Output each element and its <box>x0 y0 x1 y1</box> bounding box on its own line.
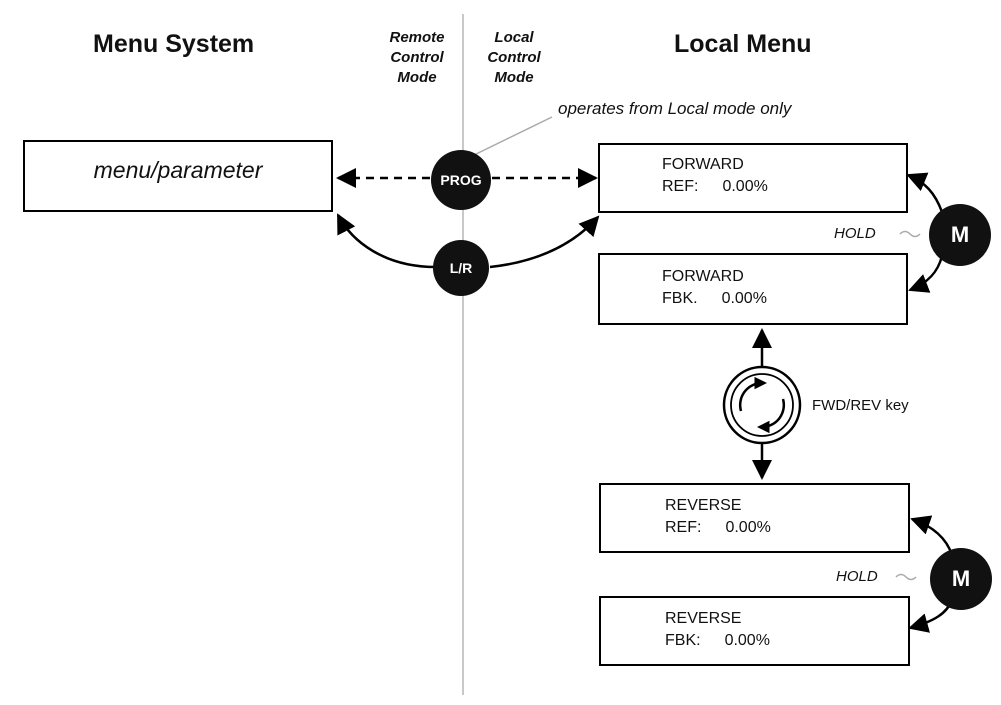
remote-mode-line-2: Control <box>390 49 444 66</box>
menu-parameter-box: menu/parameter <box>23 140 333 212</box>
m-upper-arrow-top <box>906 172 944 213</box>
display-label: FBK: <box>665 632 701 649</box>
hold-label-upper: HOLD <box>834 225 876 242</box>
local-mode-line-2: Control <box>487 49 541 66</box>
lr-arrow-left <box>336 213 437 269</box>
local-mode-line-1: Local <box>494 29 534 46</box>
display-line-2: REF: 0.00% <box>662 176 906 198</box>
display-line-2: REF: 0.00% <box>665 517 908 539</box>
lr-arrow-right <box>489 215 600 269</box>
display-line-2: FBK: 0.00% <box>665 630 908 652</box>
display-reverse-ref: REVERSE REF: 0.00% <box>599 483 910 553</box>
display-reverse-fbk: REVERSE FBK: 0.00% <box>599 596 910 666</box>
fwd-rev-key-label: FWD/REV key <box>812 397 909 414</box>
local-mode-only-note: operates from Local mode only <box>558 99 792 118</box>
display-value: 0.00% <box>721 290 767 307</box>
m-button-lower[interactable]: M <box>930 548 992 610</box>
lr-button[interactable]: L/R <box>433 240 489 296</box>
display-value: 0.00% <box>722 178 768 195</box>
local-menu-heading: Local Menu <box>674 30 812 58</box>
hold-squiggle-lower <box>895 573 917 581</box>
display-line-1: REVERSE <box>665 497 742 514</box>
display-value: 0.00% <box>724 632 770 649</box>
menu-system-heading: Menu System <box>93 30 255 58</box>
prog-button[interactable]: PROG <box>431 150 491 210</box>
display-forward-fbk: FORWARD FBK. 0.00% <box>598 253 908 325</box>
remote-mode-line-3: Mode <box>397 69 437 86</box>
fwd-rev-key-icon[interactable] <box>721 364 803 446</box>
display-forward-ref: FORWARD REF: 0.00% <box>598 143 908 213</box>
m-lower-arrow-top <box>910 515 954 556</box>
display-line-2: FBK. 0.00% <box>662 288 906 310</box>
display-value: 0.00% <box>725 519 771 536</box>
display-line-1: FORWARD <box>662 156 744 173</box>
display-label: REF: <box>662 178 699 195</box>
display-line-1: FORWARD <box>662 268 744 285</box>
remote-mode-line-1: Remote <box>389 29 445 46</box>
note-pointer <box>469 116 553 158</box>
remote-control-mode-label: Remote Control Mode <box>372 28 462 88</box>
m-button-upper[interactable]: M <box>929 204 991 266</box>
display-label: REF: <box>665 519 702 536</box>
display-line-1: REVERSE <box>665 610 742 627</box>
hold-label-lower: HOLD <box>836 568 878 585</box>
local-mode-line-3: Mode <box>494 69 534 86</box>
display-label: FBK. <box>662 290 698 307</box>
m-upper-arrow-bottom <box>908 255 944 293</box>
hold-squiggle-upper <box>899 230 921 238</box>
local-control-mode-label: Local Control Mode <box>469 28 559 88</box>
